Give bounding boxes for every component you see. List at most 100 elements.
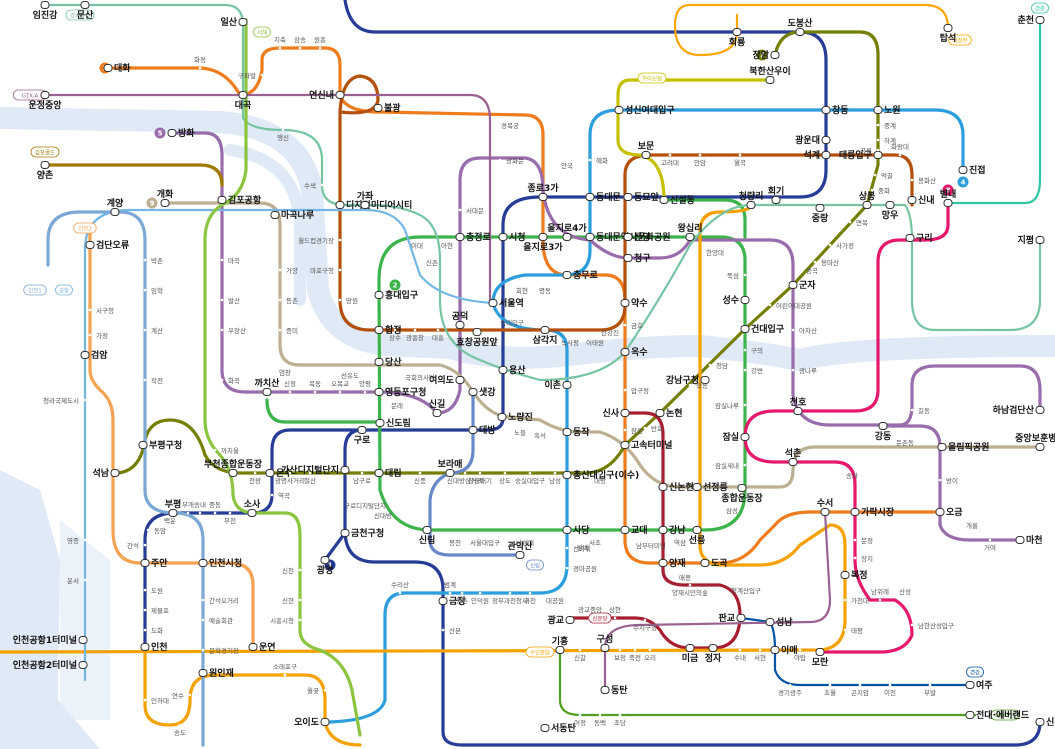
station[interactable]: 강변 (743, 366, 763, 375)
station-marker[interactable] (598, 471, 602, 475)
station[interactable]: 보정 (614, 648, 626, 662)
station[interactable]: 화정 (194, 55, 206, 70)
station-marker[interactable] (743, 273, 747, 277)
transfer-station[interactable]: 전대·에버랜드 (965, 709, 1030, 721)
station-marker[interactable] (418, 471, 422, 475)
transfer-station[interactable]: 노원 (873, 104, 901, 116)
transfer-station[interactable]: 마곡나루 (270, 209, 314, 221)
transfer-station[interactable]: 오이도 (294, 716, 330, 728)
station[interactable]: 청계산입구 (723, 586, 761, 595)
transfer-station[interactable]: 원인재 (198, 667, 234, 679)
station-marker[interactable] (740, 433, 750, 441)
transfer-station[interactable]: 신내 (907, 194, 935, 206)
station[interactable]: 중곡 (798, 267, 818, 275)
station-marker[interactable] (770, 646, 780, 654)
station-marker[interactable] (658, 526, 668, 534)
station-marker[interactable] (555, 646, 565, 654)
station-marker[interactable] (78, 636, 88, 644)
station-marker[interactable] (943, 24, 953, 32)
transfer-station[interactable]: 충무로 (562, 269, 599, 281)
station[interactable]: 중동 (209, 501, 221, 515)
station-marker[interactable] (238, 91, 248, 99)
transfer-station[interactable]: 건대입구 (740, 323, 784, 335)
station[interactable]: 부천 (224, 511, 236, 525)
transfer-station[interactable]: 검단오류 (85, 239, 129, 251)
station-marker[interactable] (483, 533, 487, 537)
station-marker[interactable] (198, 669, 208, 677)
line-3[interactable] (106, 46, 942, 565)
station-marker[interactable] (718, 508, 722, 512)
station[interactable]: 신천 (282, 566, 302, 575)
station-marker[interactable] (678, 533, 682, 537)
station-marker[interactable] (520, 281, 524, 285)
station-marker[interactable] (740, 296, 750, 304)
station-marker[interactable] (143, 288, 147, 292)
transfer-station[interactable]: 옥수 (620, 347, 648, 358)
station-marker[interactable] (538, 193, 548, 201)
station-marker[interactable] (143, 328, 147, 332)
station-marker[interactable] (765, 76, 775, 84)
station-marker[interactable] (798, 648, 802, 652)
station-marker[interactable] (472, 328, 482, 336)
station-marker[interactable] (907, 196, 917, 204)
station-marker[interactable] (220, 258, 224, 262)
station-marker[interactable] (265, 469, 275, 477)
station[interactable]: 신촌 (418, 258, 438, 267)
station-marker[interactable] (743, 463, 747, 467)
station[interactable]: 노들 (514, 423, 526, 437)
station[interactable]: 수내 (734, 648, 746, 662)
transfer-station[interactable]: 강동 (875, 422, 892, 443)
station[interactable]: 아차산 (791, 326, 817, 335)
station[interactable]: 영종 (67, 536, 87, 545)
station[interactable]: 인덕원 (471, 591, 489, 605)
station[interactable]: 평촌 (456, 591, 468, 605)
station-marker[interactable] (723, 588, 727, 592)
transfer-station[interactable]: 신도림 (375, 417, 411, 429)
station-marker[interactable] (620, 526, 630, 534)
transfer-station[interactable]: 일산 (220, 16, 248, 28)
station-marker[interactable] (335, 201, 345, 209)
station-marker[interactable] (543, 281, 547, 285)
station-marker[interactable] (732, 28, 742, 36)
station[interactable]: 오목교 (331, 380, 349, 394)
station-marker[interactable] (910, 408, 914, 412)
line-9[interactable] (163, 201, 1042, 489)
station-marker[interactable] (436, 328, 440, 332)
transfer-station[interactable]: 진접 (958, 164, 986, 176)
station-marker[interactable] (455, 376, 465, 384)
transfer-station[interactable]: 석계 (803, 149, 831, 161)
transfer-station[interactable]: 을지로3가 (523, 233, 563, 254)
line-1-west[interactable] (143, 428, 364, 649)
station[interactable]: 원흥 (314, 35, 326, 50)
station-marker[interactable] (878, 422, 888, 430)
transfer-station[interactable]: 구로 (354, 426, 371, 447)
station[interactable]: 신현 (282, 596, 302, 605)
station[interactable]: 야탑 (794, 648, 806, 662)
station-marker[interactable] (713, 243, 717, 247)
station[interactable]: 서구청 (88, 306, 114, 315)
station[interactable]: 송파 (838, 471, 858, 480)
station-marker[interactable] (988, 538, 992, 542)
station-marker[interactable] (708, 363, 712, 367)
gtx-a-line[interactable] (43, 93, 832, 692)
station-marker[interactable] (270, 493, 274, 497)
station[interactable]: 시흥시청 (270, 616, 302, 625)
station-marker[interactable] (873, 173, 877, 177)
transfer-station[interactable]: 정자 (705, 644, 722, 665)
station-marker[interactable] (143, 378, 147, 382)
station-marker[interactable] (383, 403, 387, 407)
station[interactable]: 혜화 (588, 156, 608, 165)
station[interactable]: 면목 (848, 218, 868, 227)
station-marker[interactable] (928, 683, 932, 687)
station-marker[interactable] (958, 166, 968, 174)
transfer-station[interactable]: 충정로 (455, 231, 492, 243)
station-marker[interactable] (278, 46, 282, 50)
station[interactable]: 둔촌동 (896, 433, 914, 447)
station[interactable]: 인하대 (143, 696, 169, 705)
transfer-station[interactable]: 여주 (965, 679, 993, 691)
station[interactable]: 광나루 (791, 366, 817, 375)
station[interactable]: 월드컵경기장 (298, 236, 342, 245)
station-marker[interactable] (593, 333, 597, 337)
station-marker[interactable] (821, 151, 831, 159)
station-marker[interactable] (862, 201, 872, 209)
